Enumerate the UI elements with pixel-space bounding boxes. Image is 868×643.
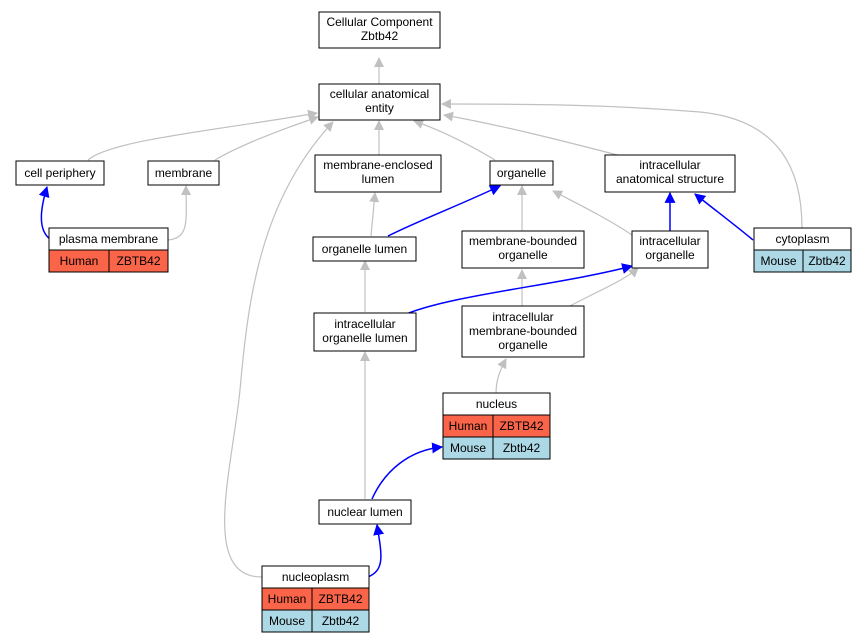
node-label: plasma membrane (59, 232, 159, 246)
edge-organellelumen-organelle (387, 185, 501, 237)
node-label: organelle (645, 248, 695, 262)
node-cytoplasm[interactable]: cytoplasm Mouse Zbtb42 (753, 227, 852, 273)
gene-label: Zbtb42 (503, 441, 541, 455)
edge-plasmamembrane-cellperiphery (38, 185, 51, 240)
node-label: intracellular (334, 317, 395, 331)
node-label: membrane-enclosed (323, 158, 432, 172)
node-label: cell periphery (24, 166, 95, 180)
edge-nucleoplasm-nuclearlumen (367, 523, 385, 578)
node-cellular-anatomical-entity[interactable]: cellular anatomical entity (318, 83, 441, 121)
node-label: organelle lumen (322, 331, 407, 345)
species-label: Mouse (760, 254, 796, 268)
node-membrane-enclosed-lumen[interactable]: membrane-enclosed lumen (314, 154, 442, 193)
species-row-human: Human ZBTB42 (261, 587, 370, 611)
node-label: nucleoplasm (282, 570, 349, 584)
species-label: Mouse (450, 441, 486, 455)
species-row-mouse: Mouse Zbtb42 (753, 249, 852, 273)
species-row-mouse: Mouse Zbtb42 (442, 436, 551, 460)
node-label: membrane-bounded (469, 324, 577, 338)
node-cellular-component[interactable]: Cellular Component Zbtb42 (318, 11, 441, 49)
node-intracellular-organelle-lumen[interactable]: intracellular organelle lumen (313, 312, 417, 352)
node-membrane[interactable]: membrane (147, 160, 220, 186)
species-row-human: Human ZBTB42 (48, 249, 169, 273)
node-label: nucleus (476, 397, 517, 411)
species-label: Human (449, 419, 488, 433)
node-label: Zbtb42 (361, 29, 399, 43)
edge-imbo-intracellularorganelle (569, 267, 639, 307)
node-nucleoplasm[interactable]: nucleoplasm Human ZBTB42 Mouse Zbtb42 (261, 565, 370, 633)
species-label: Mouse (269, 614, 305, 628)
node-organelle-lumen[interactable]: organelle lumen (312, 236, 417, 262)
node-label: anatomical structure (616, 172, 724, 186)
gene-label: ZBTB42 (116, 254, 160, 268)
node-cell-periphery[interactable]: cell periphery (15, 160, 105, 186)
edge-plasmamembrane-membrane (167, 185, 192, 241)
node-label: Cellular Component (326, 15, 433, 29)
edge-intracellularorganelle-organelle (552, 190, 633, 236)
gene-label: ZBTB42 (499, 419, 543, 433)
edge-nucleus-imbo (495, 358, 507, 394)
gene-label: Zbtb42 (808, 254, 846, 268)
node-label: intracellular (639, 158, 700, 172)
node-label: nuclear lumen (327, 505, 402, 519)
node-label: organelle (498, 248, 548, 262)
species-row-human: Human ZBTB42 (442, 414, 551, 438)
node-plasma-membrane[interactable]: plasma membrane Human ZBTB42 (48, 227, 169, 273)
node-nuclear-lumen[interactable]: nuclear lumen (318, 499, 412, 525)
node-organelle[interactable]: organelle (489, 160, 554, 186)
node-intracellular-organelle[interactable]: intracellular organelle (631, 230, 709, 269)
node-membrane-bounded-organelle[interactable]: membrane-bounded organelle (461, 230, 585, 269)
node-label: membrane (155, 166, 213, 180)
node-label: organelle lumen (322, 242, 407, 256)
node-label: cytoplasm (775, 232, 829, 246)
edges (38, 57, 803, 578)
node-label: organelle (498, 338, 548, 352)
edge-cytoplasm-cae (441, 99, 803, 229)
edge-iol-intracellularorganelle (403, 263, 634, 316)
node-label: membrane-bounded (469, 234, 577, 248)
node-label: cellular anatomical (330, 87, 429, 101)
gene-label: Zbtb42 (322, 614, 360, 628)
edge-ias-cae (443, 111, 626, 158)
edge-organellelumen-mel (369, 192, 380, 237)
species-label: Human (60, 254, 99, 268)
edge-organelle-cae (413, 119, 496, 161)
edge-cellperiphery-cae (87, 109, 318, 161)
node-intracellular-anatomical-structure[interactable]: intracellular anatomical structure (604, 154, 736, 193)
gene-label: ZBTB42 (318, 592, 362, 606)
node-intracellular-membrane-bounded-organelle[interactable]: intracellular membrane-bounded organelle (461, 305, 585, 358)
edge-cytoplasm-ias (694, 193, 754, 241)
node-label: intracellular (492, 310, 553, 324)
node-label: organelle (497, 166, 547, 180)
node-label: lumen (362, 172, 395, 186)
species-row-mouse: Mouse Zbtb42 (261, 609, 370, 633)
node-label: intracellular (639, 234, 700, 248)
node-nucleus[interactable]: nucleus Human ZBTB42 Mouse Zbtb42 (442, 392, 551, 460)
edge-membrane-cae (214, 115, 319, 161)
edge-nuclearlumen-nucleus (371, 442, 444, 500)
edge-nucleoplasm-cae (224, 121, 334, 578)
species-label: Human (268, 592, 307, 606)
node-label: entity (365, 101, 394, 115)
